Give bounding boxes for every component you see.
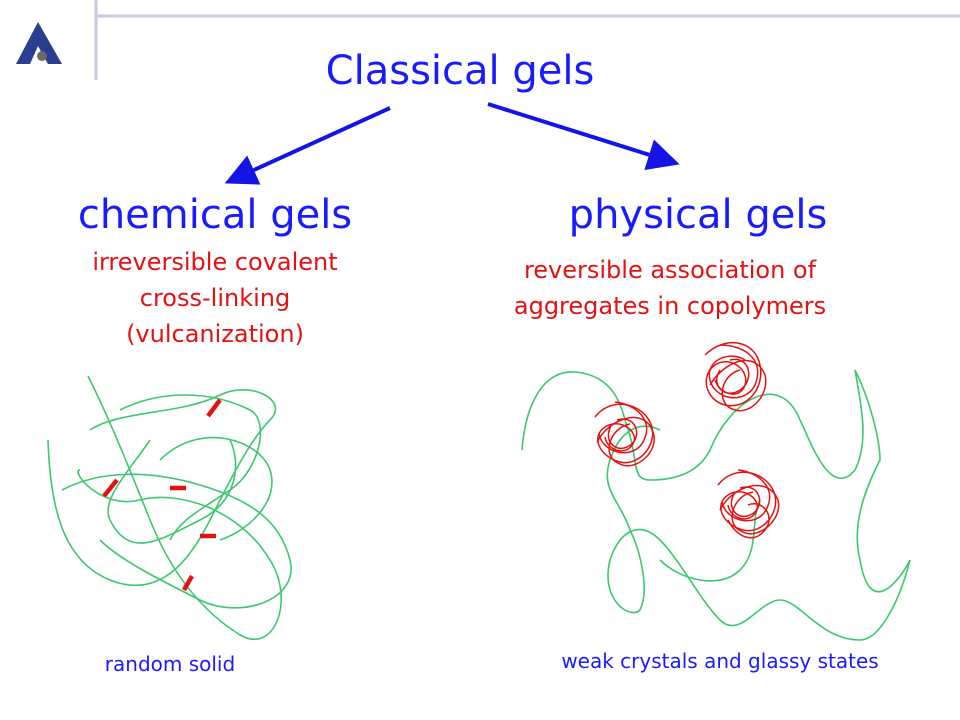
- polymer-chain: [119, 394, 262, 541]
- polymer-chain: [107, 439, 237, 544]
- crosslink-mark: [182, 574, 194, 592]
- aggregate-cluster: [704, 341, 767, 412]
- arrow-right: [487, 102, 680, 171]
- chemical-desc-line-2: cross-linking: [139, 284, 291, 312]
- chemical-gels-description: irreversible covalent cross-linking (vul…: [40, 244, 390, 352]
- crosslink-mark: [206, 398, 222, 418]
- physical-desc-line-2: aggregates in copolymers: [513, 292, 827, 320]
- chemical-desc-line-1: irreversible covalent: [92, 248, 338, 276]
- aggregate-cluster: [717, 469, 780, 539]
- polymer-chain: [659, 499, 761, 582]
- polymer-chain: [61, 473, 292, 609]
- crosslink-mark: [102, 478, 119, 498]
- random-solid-caption: random solid: [104, 652, 236, 676]
- physical-gels-heading: physical gels: [568, 192, 828, 238]
- physical-desc-line-1: reversible association of: [523, 256, 817, 284]
- physical-gels-description: reversible association of aggregates in …: [470, 252, 870, 324]
- polymer-chain: [47, 389, 277, 586]
- polymer-chain: [77, 375, 282, 641]
- chemical-desc-line-3: (vulcanization): [126, 320, 304, 348]
- polymer-chain: [159, 436, 273, 541]
- chemical-gels-heading: chemical gels: [77, 192, 353, 238]
- arrow-left: [224, 106, 391, 185]
- weak-crystals-caption: weak crystals and glassy states: [561, 649, 879, 673]
- aggregate-cluster: [594, 401, 655, 467]
- page-title: Classical gels: [325, 48, 595, 94]
- logo-icon: [16, 22, 62, 64]
- polymer-chain: [521, 369, 911, 641]
